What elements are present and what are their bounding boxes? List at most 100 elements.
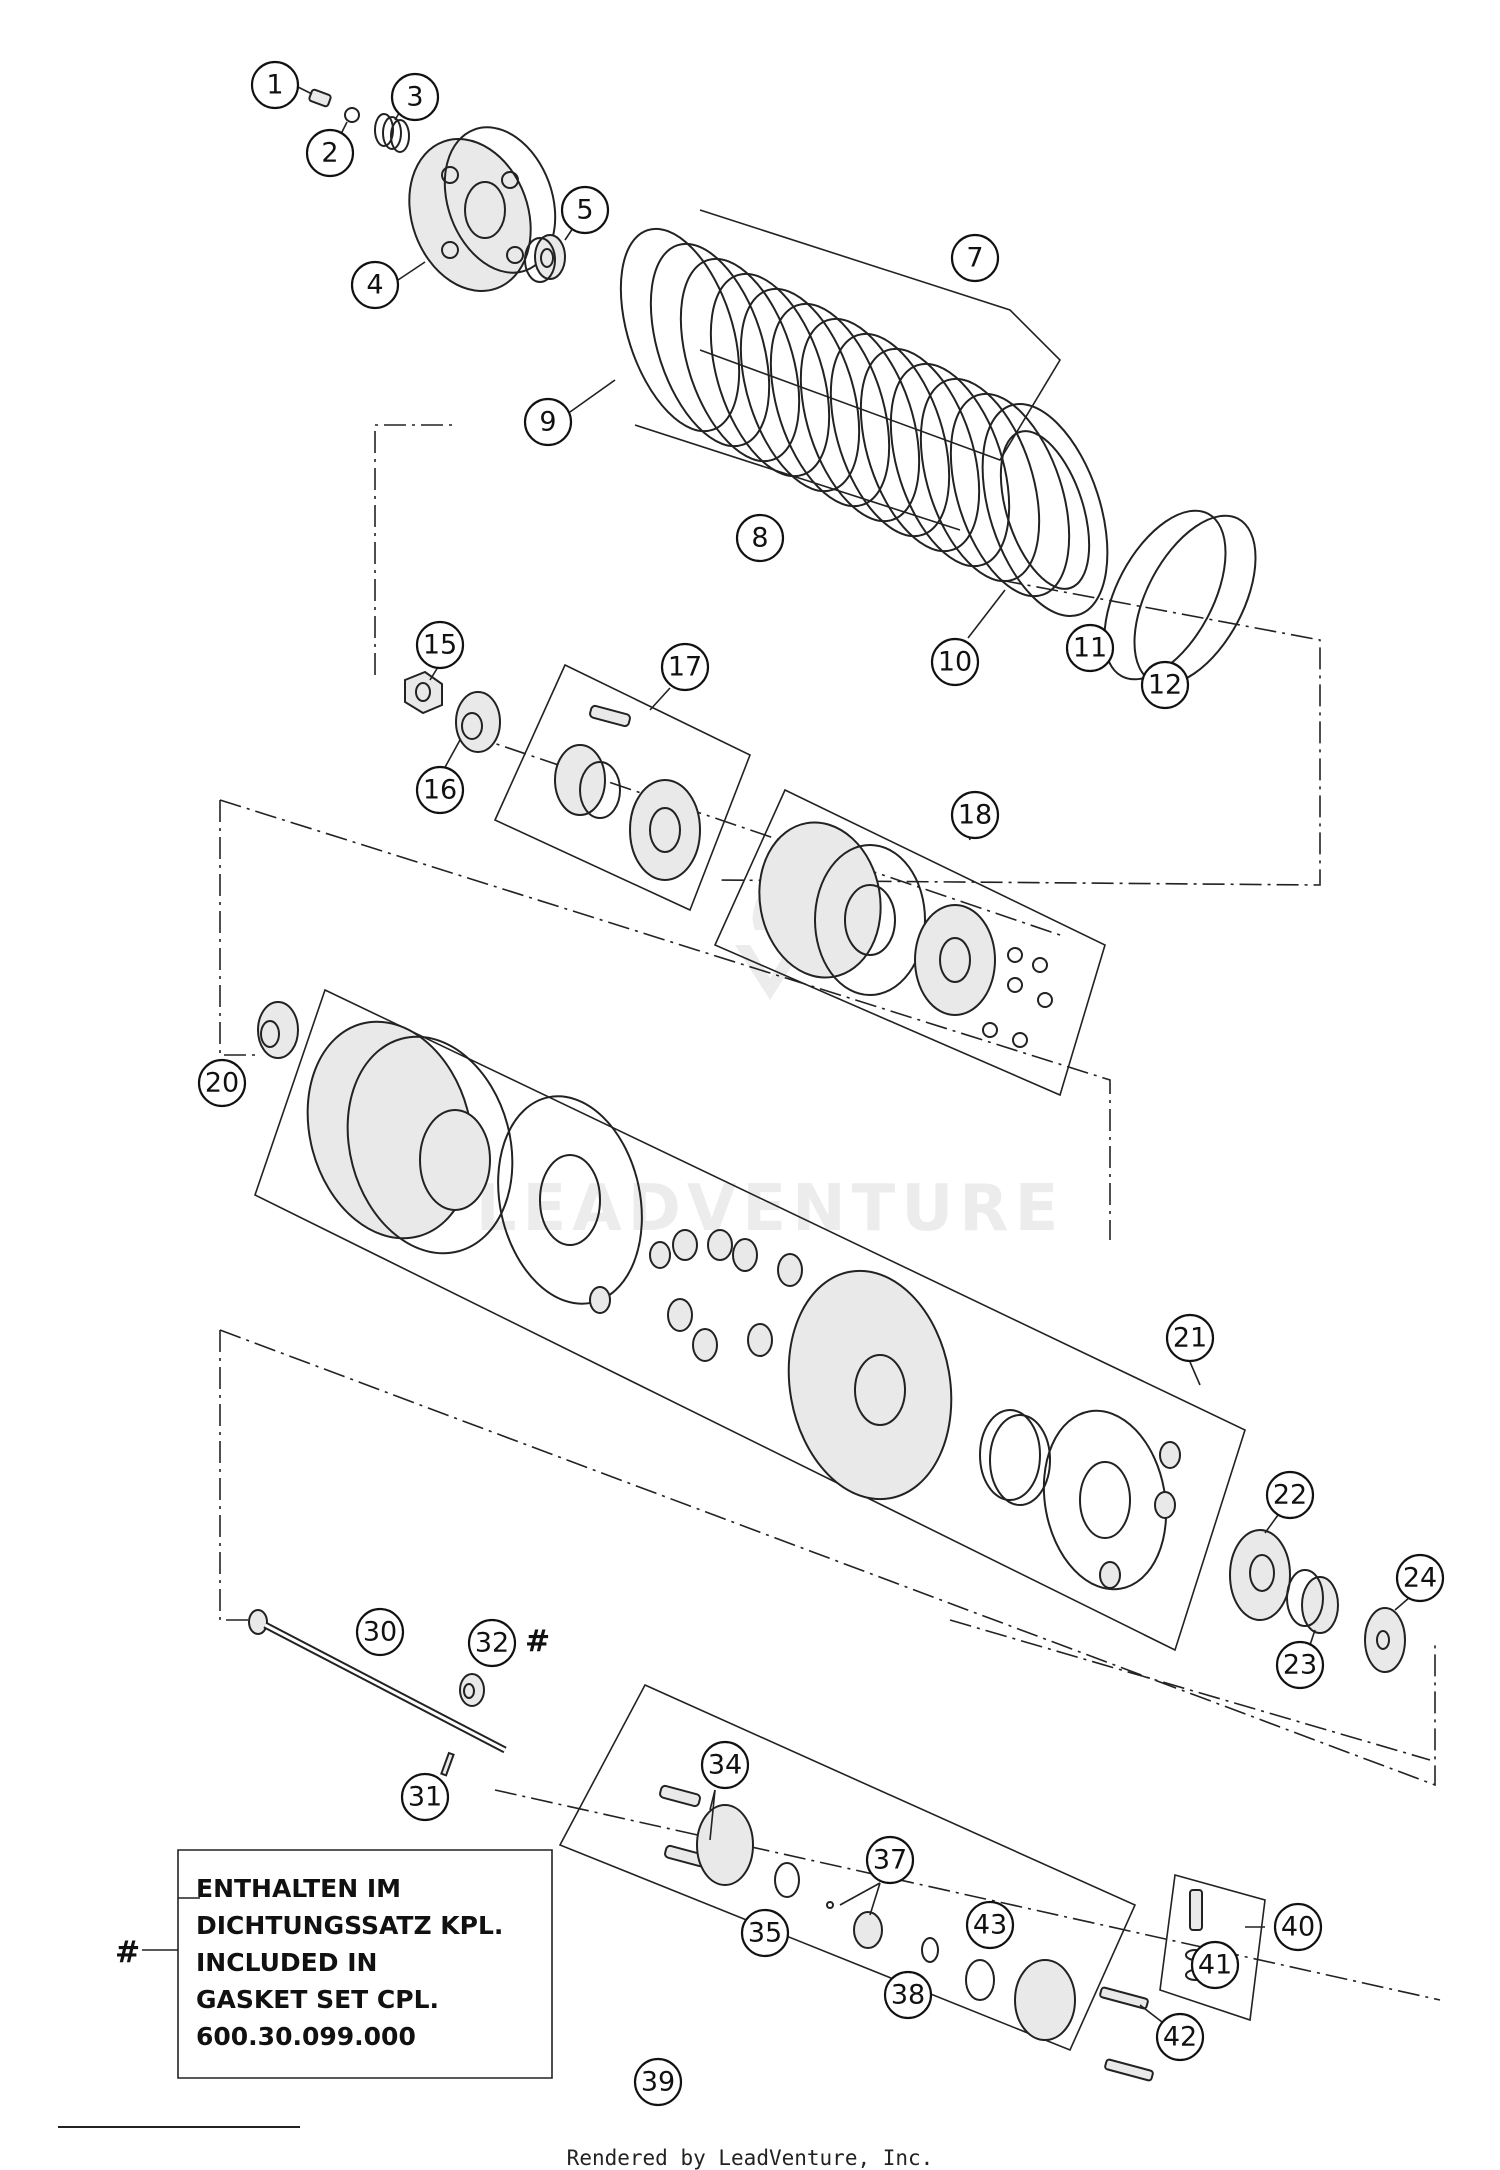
callout-39-label: 39	[641, 2067, 675, 2098]
box-17	[493, 663, 752, 912]
callout-31: 31	[400, 1772, 450, 1822]
callout-34: 34	[700, 1740, 750, 1790]
callout-3-label: 3	[406, 82, 423, 113]
callout-22-label: 22	[1273, 1480, 1307, 1511]
part-clutch-plate-stack	[619, 209, 1109, 617]
callout-17-label: 17	[668, 652, 702, 683]
callout-4: 4	[350, 260, 400, 310]
callout-15-label: 15	[423, 630, 457, 661]
callout-42: 42	[1155, 2012, 1205, 2062]
callout-43: 43	[965, 1900, 1015, 1950]
callout-11: 11	[1065, 623, 1115, 673]
callout-32-label: 32	[475, 1628, 509, 1659]
callout-35-label: 35	[748, 1918, 782, 1949]
part-slave-cylinder-39	[659, 1784, 1154, 2082]
callout-8-label: 8	[751, 523, 768, 554]
callout-3: 3	[390, 72, 440, 122]
callout-12-label: 12	[1148, 670, 1182, 701]
callout-7: 7	[950, 233, 1000, 283]
group-boxes	[254, 663, 1266, 2052]
callout-42-label: 42	[1163, 2022, 1197, 2053]
callout-37-label: 37	[873, 1845, 907, 1876]
note-marker: #	[115, 1935, 140, 1970]
callout-22: 22	[1265, 1470, 1315, 1520]
part-washer-16	[455, 691, 501, 753]
note-line-4: GASKET SET CPL.	[196, 1985, 439, 2014]
callout-41: 41	[1190, 1940, 1240, 1990]
footer-credit: Rendered by LeadVenture, Inc.	[567, 2146, 934, 2170]
part-bushing-20	[257, 1001, 299, 1059]
part-pin-31	[440, 1751, 455, 1777]
callout-1: 1	[250, 60, 300, 110]
callout-18: 18	[950, 790, 1000, 840]
callout-11-label: 11	[1073, 633, 1107, 664]
callout-7-label: 7	[966, 243, 983, 274]
callout-9-label: 9	[539, 407, 556, 438]
callout-8: 8	[735, 513, 785, 563]
callout-18-label: 18	[958, 800, 992, 831]
callout-5: 5	[560, 185, 610, 235]
callout-4-label: 4	[366, 270, 383, 301]
part-washer-24	[1364, 1607, 1406, 1673]
callout-15: 15	[415, 620, 465, 670]
callout-1-label: 1	[266, 70, 283, 101]
box-18	[713, 788, 1106, 1097]
callout-23: 23	[1275, 1640, 1325, 1690]
callout-2-label: 2	[321, 138, 338, 169]
callout-12: 12	[1140, 660, 1190, 710]
part-push-rod-30	[248, 1609, 507, 1754]
note-line-1: ENTHALTEN IM	[196, 1874, 401, 1903]
part-washer-2	[344, 107, 360, 123]
box-40	[1159, 1873, 1266, 2022]
part-nut-15	[404, 670, 443, 715]
callout-17: 17	[660, 642, 710, 692]
callout-10: 10	[930, 637, 980, 687]
callout-31-label: 31	[408, 1782, 442, 1813]
callout-41-label: 41	[1198, 1950, 1232, 1981]
callout-30-label: 30	[363, 1617, 397, 1648]
seal-32-marker: #	[525, 1624, 550, 1659]
callout-40-label: 40	[1281, 1912, 1315, 1943]
note-line-3: INCLUDED IN	[196, 1948, 377, 1977]
callout-23-label: 23	[1283, 1650, 1317, 1681]
part-needle-bearing-23	[1286, 1569, 1339, 1634]
callout-16-label: 16	[423, 775, 457, 806]
callout-20: 20	[197, 1058, 247, 1108]
box-39	[558, 1683, 1137, 2052]
note-line-5: 600.30.099.000	[196, 2022, 416, 2051]
callout-30: 30	[355, 1607, 405, 1657]
gasket-set-note: # ENTHALTEN IM DICHTUNGSSATZ KPL. INCLUD…	[115, 1849, 553, 2079]
callout-9: 9	[523, 397, 573, 447]
callout-35: 35	[740, 1908, 790, 1958]
part-pressure-plate-4	[408, 126, 557, 292]
callout-10-label: 10	[938, 647, 972, 678]
callout-2: 2	[305, 128, 355, 178]
callout-40: 40	[1273, 1902, 1323, 1952]
part-outer-housing-21	[306, 1020, 1181, 1591]
callout-24: 24	[1395, 1553, 1445, 1603]
callout-16: 16	[415, 765, 465, 815]
part-gear-22	[1229, 1529, 1291, 1621]
part-bearing-5	[524, 234, 566, 283]
callout-38-label: 38	[891, 1980, 925, 2011]
part-springs-3	[374, 113, 410, 153]
part-hub-17	[554, 704, 701, 881]
callout-39: 39	[633, 2057, 683, 2107]
callout-32: 32	[467, 1618, 517, 1668]
callout-21-label: 21	[1173, 1323, 1207, 1354]
callout-5-label: 5	[576, 195, 593, 226]
callout-37: 37	[865, 1835, 915, 1885]
callout-38: 38	[883, 1970, 933, 2020]
callout-21: 21	[1165, 1313, 1215, 1363]
callout-43-label: 43	[973, 1910, 1007, 1941]
assembly-lines	[219, 424, 1441, 2001]
part-screw-1	[308, 88, 332, 108]
note-line-2: DICHTUNGSSATZ KPL.	[196, 1911, 503, 1940]
box-21	[254, 988, 1246, 1652]
part-seal-32	[459, 1673, 485, 1707]
callout-20-label: 20	[205, 1068, 239, 1099]
part-basket-18	[758, 821, 1053, 1048]
watermark-text: LEADVENTURE	[476, 1172, 1065, 1246]
callout-24-label: 24	[1403, 1563, 1437, 1594]
